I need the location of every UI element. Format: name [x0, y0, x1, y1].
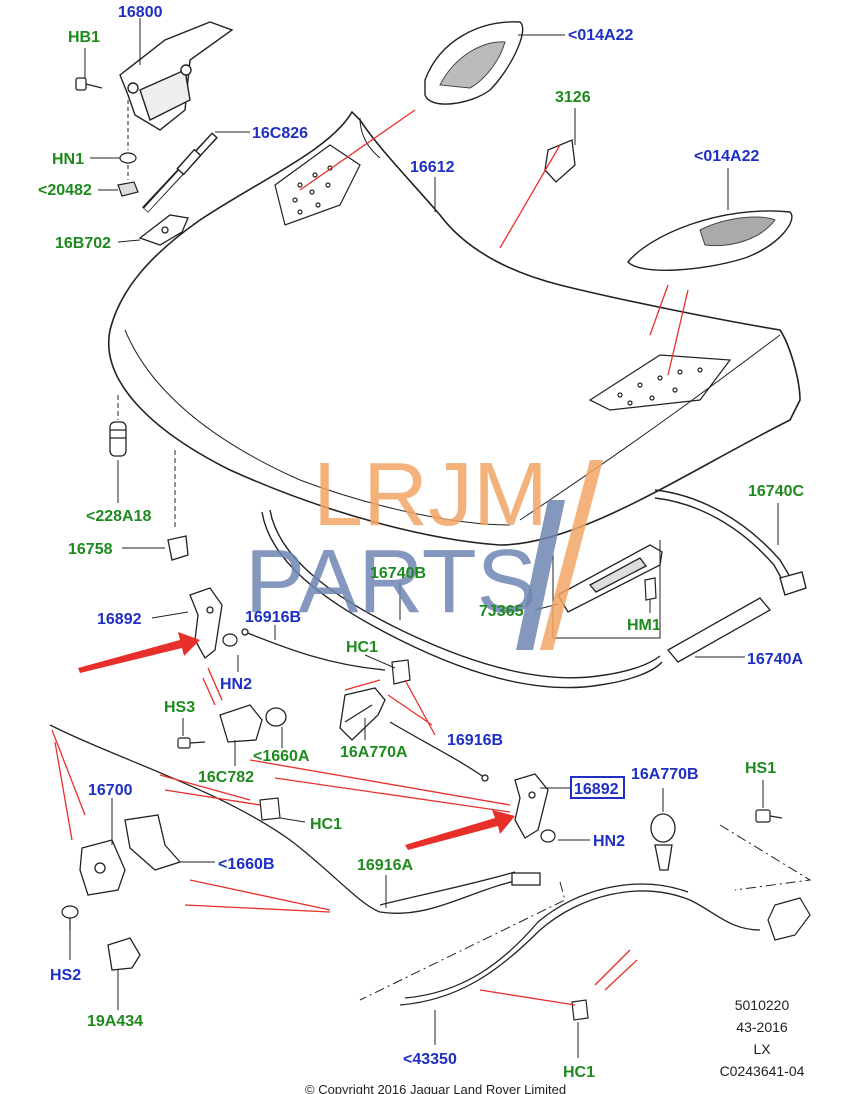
side-vent-right: [627, 210, 793, 271]
label-16740b: 16740B: [370, 565, 426, 582]
bonnet-grille-right: [588, 354, 732, 411]
label-16700: 16700: [88, 782, 133, 799]
seal-16740a: [667, 597, 771, 663]
label-hb1: HB1: [68, 29, 100, 46]
cable-16916a: [49, 724, 541, 914]
label-16612: 16612: [410, 159, 455, 176]
label-hm1: HM1: [627, 617, 661, 634]
hinge-bolt: [75, 77, 103, 91]
label-228a18: <228A18: [86, 508, 151, 525]
highlight-box-16892: [570, 776, 625, 799]
label-hc1-b: HC1: [310, 816, 342, 833]
watermark-line1: LRJM: [313, 445, 548, 545]
clip-hm1: [644, 577, 657, 601]
label-16892-a: 16892: [97, 611, 142, 628]
bonnet-grille-left: [274, 144, 361, 226]
latch-16700: [79, 839, 126, 896]
bolt-hs1: [755, 809, 783, 823]
latch-bracket-left: [189, 587, 223, 659]
label-20482: <20482: [38, 182, 92, 199]
bumper-1660a: [265, 707, 287, 727]
reference-code-4: C0243641-04: [720, 1063, 805, 1079]
label-hn2-b: HN2: [593, 833, 625, 850]
label-19a434: 19A434: [87, 1013, 143, 1030]
watermark: LRJM PARTS: [245, 445, 603, 650]
watermark-line2: PARTS: [245, 532, 537, 632]
label-16916a: 16916A: [357, 857, 413, 874]
label-16a770b: 16A770B: [631, 766, 699, 783]
label-16916b-b: 16916B: [447, 732, 503, 749]
side-vent-top: [424, 21, 524, 105]
clip-hc1-mid: [259, 797, 281, 821]
part-labels: 16800 HB1 <014A22 3126 16C826 HN1 <20482…: [38, 4, 804, 1081]
strut-bracket: [138, 214, 189, 246]
nut-hn2-left: [222, 633, 238, 647]
label-014a22-b: <014A22: [694, 148, 759, 165]
clip-hc1-bottom: [571, 999, 589, 1021]
reference-code-2: 43-2016: [736, 1019, 788, 1035]
bracket-lines-7j365: [552, 540, 661, 639]
nut-20482: [117, 181, 139, 197]
label-16b702: 16B702: [55, 235, 111, 252]
nut-hn1: [119, 152, 137, 164]
label-16892-b: 16892: [574, 781, 619, 798]
label-16800: 16800: [118, 4, 163, 21]
label-hc1-c: HC1: [563, 1064, 595, 1081]
label-16740a: 16740A: [747, 651, 803, 668]
cable-16916b-upper: [241, 628, 386, 671]
latch-bracket-right: [514, 773, 549, 839]
bolt-hs3: [177, 737, 206, 749]
label-hs3: HS3: [164, 699, 195, 716]
label-16740c: 16740C: [748, 483, 804, 500]
label-hn1: HN1: [52, 151, 84, 168]
trim-7j365: [557, 544, 663, 613]
label-16916b-a: 16916B: [245, 609, 301, 626]
release-lever: [767, 897, 811, 941]
reference-code-1: 5010220: [735, 997, 790, 1013]
cable-43350: [399, 883, 761, 1006]
copyright-text: © Copyright 2016 Jaguar Land Rover Limit…: [305, 1082, 566, 1094]
cable-leaders-dashdot: [359, 824, 812, 1001]
red-arrow-left: [78, 632, 200, 673]
reference-code-3: LX: [753, 1041, 771, 1057]
label-7j365: 7J365: [479, 603, 524, 620]
label-16c782: 16C782: [198, 769, 254, 786]
reference-block: 5010220 43-2016 LX C0243641-04: [720, 997, 805, 1079]
buffer-leaders: [117, 395, 176, 530]
label-014a22-a: <014A22: [568, 27, 633, 44]
buffer-16758: [167, 535, 189, 561]
label-hs2: HS2: [50, 967, 81, 984]
label-hc1-a: HC1: [346, 639, 378, 656]
label-hn2-a: HN2: [220, 676, 252, 693]
striker-16a770b: [650, 813, 676, 871]
seal-16740c: [654, 489, 807, 596]
striker-16a770a: [339, 687, 386, 741]
cable-16916b-lower: [389, 721, 489, 782]
label-3126: 3126: [555, 89, 591, 106]
gas-strut: [142, 132, 218, 213]
red-pointer-lines: [51, 109, 689, 1006]
label-1660a: <1660A: [253, 748, 310, 765]
switch-19a434: [107, 937, 141, 971]
label-16758: 16758: [68, 541, 113, 558]
label-16a770a: 16A770A: [340, 744, 408, 761]
seal-16740b: [261, 509, 663, 689]
label-1660b: <1660B: [218, 856, 275, 873]
label-hs1: HS1: [745, 760, 776, 777]
red-arrow-right: [405, 810, 515, 850]
guide-16c782: [219, 704, 263, 743]
bracket-1660b: [124, 814, 182, 871]
clip-3126: [544, 139, 576, 183]
label-16c826: 16C826: [252, 125, 308, 142]
nut-hn2-right: [540, 829, 556, 843]
label-leaders: [69, 18, 779, 1058]
clip-hc1-top: [391, 659, 411, 685]
bolt-hs2: [61, 905, 79, 930]
hinge-assembly: [119, 21, 234, 131]
label-43350: <43350: [403, 1051, 457, 1068]
buffer-228a18: [109, 421, 127, 457]
